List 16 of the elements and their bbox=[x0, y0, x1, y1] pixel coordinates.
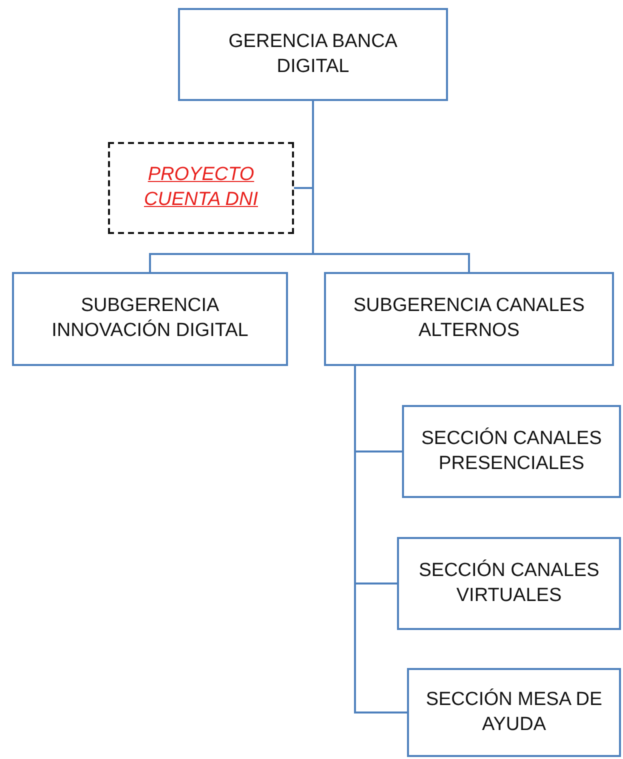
connector-line bbox=[354, 366, 407, 714]
org-unit-box bbox=[178, 8, 448, 101]
org-unit-box bbox=[402, 405, 621, 498]
unit-name: SECCIÓN CANALES VIRTUALES bbox=[418, 558, 600, 608]
org-unit-box bbox=[397, 537, 621, 630]
unit-name: SUBGERENCIA INNOVACIÓN DIGITAL bbox=[50, 294, 250, 343]
org-unit-box bbox=[12, 272, 288, 366]
org-unit-box bbox=[407, 668, 621, 757]
unit-name: GERENCIA BANCA DIGITAL bbox=[228, 30, 398, 78]
connector-line bbox=[312, 101, 470, 272]
unit-name: SECCIÓN CANALES PRESENCIALES bbox=[420, 426, 603, 476]
unit-name: PROYECTO CUENTA DNI bbox=[143, 163, 259, 212]
unit-name: SECCIÓN MESA DE AYUDA bbox=[424, 688, 604, 736]
project-box bbox=[108, 142, 294, 234]
unit-name: SUBGERENCIA CANALES ALTERNOS bbox=[352, 294, 586, 343]
org-unit-box bbox=[324, 272, 614, 366]
